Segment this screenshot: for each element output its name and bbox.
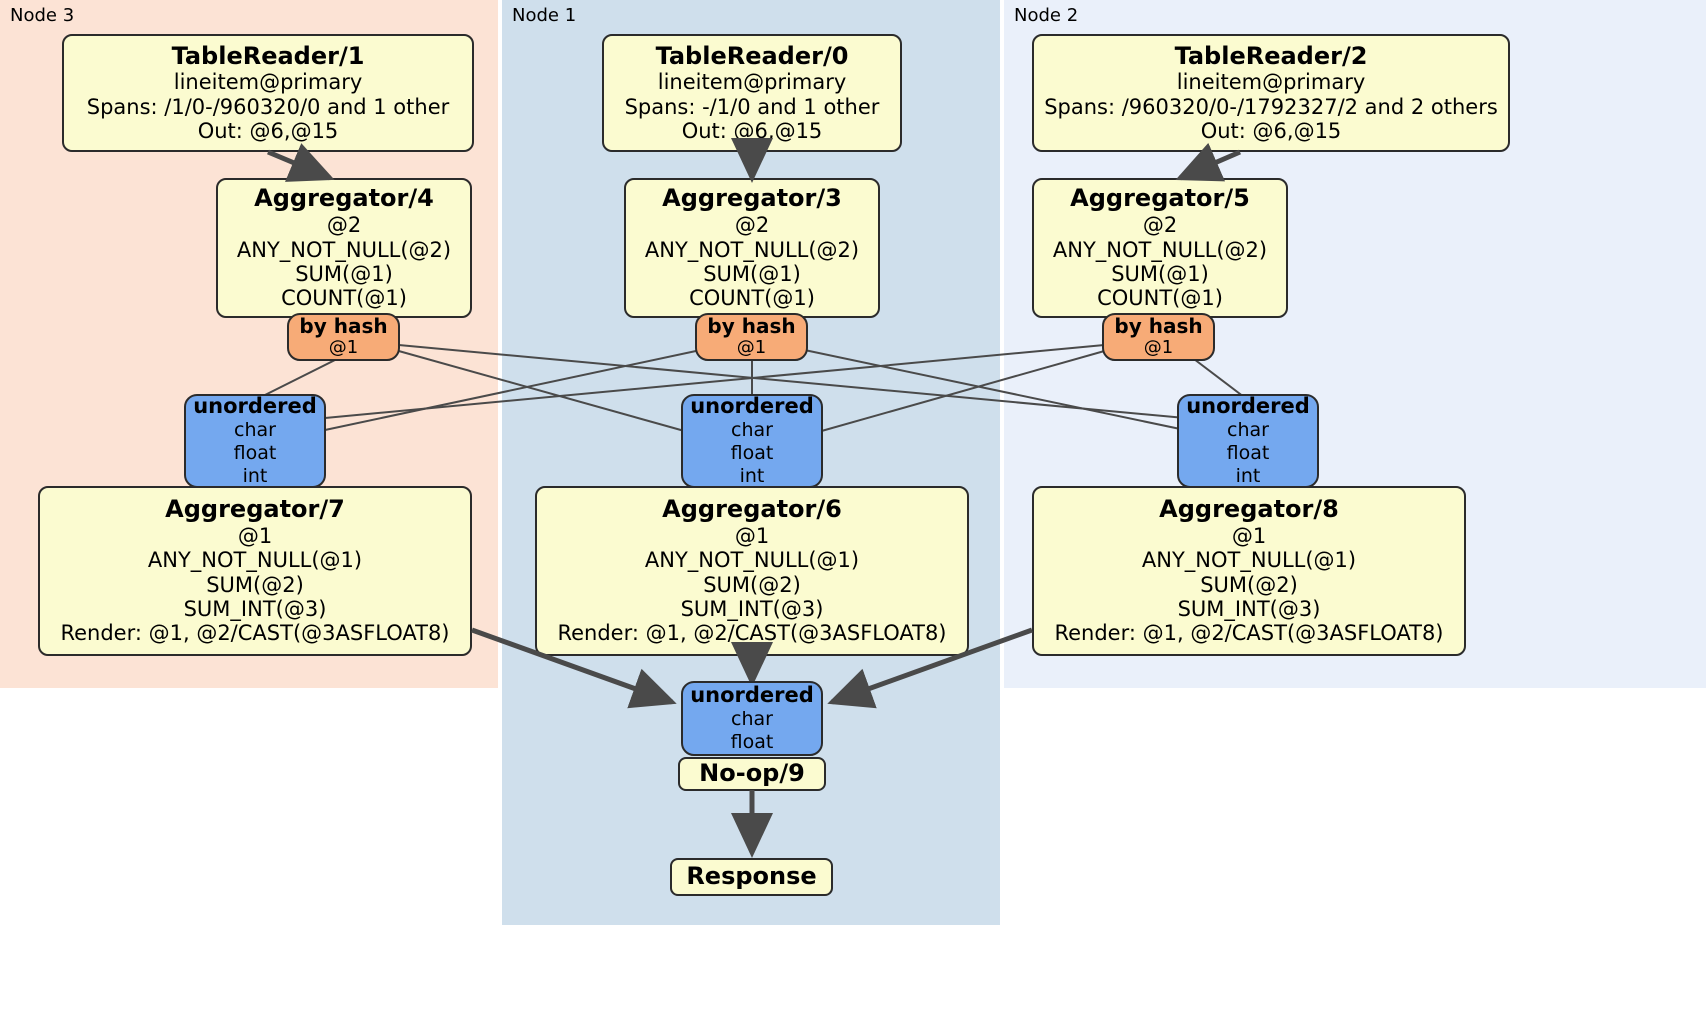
processor-title: No-op/9 xyxy=(699,759,805,788)
synchronizer-line: char xyxy=(731,419,773,442)
router-by-hash-left[interactable]: by hash @1 xyxy=(287,313,400,361)
synchronizer-unordered-center[interactable]: unordered char float int xyxy=(681,394,823,488)
processor-aggregator-6[interactable]: Aggregator/6 @1 ANY_NOT_NULL(@1) SUM(@2)… xyxy=(535,486,969,656)
router-title: by hash xyxy=(707,314,796,339)
processor-line: COUNT(@1) xyxy=(1097,286,1223,311)
synchronizer-line: float xyxy=(233,442,277,465)
processor-line: ANY_NOT_NULL(@1) xyxy=(147,548,363,573)
router-by-hash-right[interactable]: by hash @1 xyxy=(1102,313,1215,361)
processor-noop-9[interactable]: No-op/9 xyxy=(678,757,826,791)
processor-line: SUM_INT(@3) xyxy=(680,597,824,622)
synchronizer-title: unordered xyxy=(193,394,317,419)
processor-title: TableReader/1 xyxy=(171,41,365,70)
processor-title: Aggregator/8 xyxy=(1159,495,1339,524)
processor-line: Render: @1, @2/CAST(@3ASFLOAT8) xyxy=(557,621,947,646)
processor-title: TableReader/2 xyxy=(1174,41,1368,70)
router-title: by hash xyxy=(299,314,388,339)
processor-line: SUM(@2) xyxy=(1200,572,1298,597)
processor-line: @2 xyxy=(1142,213,1178,238)
synchronizer-title: unordered xyxy=(690,394,814,419)
processor-line: SUM(@1) xyxy=(295,261,393,286)
synchronizer-line: char xyxy=(1227,419,1269,442)
synchronizer-unordered-final[interactable]: unordered char float xyxy=(681,681,823,756)
processor-line: SUM_INT(@3) xyxy=(183,597,327,622)
processor-line: ANY_NOT_NULL(@2) xyxy=(1052,237,1268,262)
processor-title: Aggregator/4 xyxy=(254,184,434,213)
synchronizer-title: unordered xyxy=(690,683,814,708)
processor-title: Aggregator/7 xyxy=(165,495,345,524)
synchronizer-line: char xyxy=(234,419,276,442)
processor-title: TableReader/0 xyxy=(655,41,849,70)
processor-line: @2 xyxy=(734,213,770,238)
processor-table-reader-2[interactable]: TableReader/2 lineitem@primary Spans: /9… xyxy=(1032,34,1510,152)
processor-line: Out: @6,@15 xyxy=(1200,119,1342,144)
synchronizer-line: float xyxy=(730,731,774,754)
processor-line: @1 xyxy=(237,524,273,549)
processor-line: ANY_NOT_NULL(@2) xyxy=(644,237,860,262)
processor-line: lineitem@primary xyxy=(1176,70,1366,95)
processor-table-reader-1[interactable]: TableReader/1 lineitem@primary Spans: /1… xyxy=(62,34,474,152)
synchronizer-line: int xyxy=(242,465,268,487)
processor-line: @1 xyxy=(734,524,770,549)
processor-aggregator-5[interactable]: Aggregator/5 @2 ANY_NOT_NULL(@2) SUM(@1)… xyxy=(1032,178,1288,318)
processor-line: SUM(@2) xyxy=(703,572,801,597)
processor-line: ANY_NOT_NULL(@1) xyxy=(644,548,860,573)
synchronizer-line: float xyxy=(1226,442,1270,465)
synchronizer-unordered-right[interactable]: unordered char float int xyxy=(1177,394,1319,488)
processor-title: Response xyxy=(686,862,817,891)
processor-line: lineitem@primary xyxy=(657,70,847,95)
synchronizer-line: int xyxy=(1235,465,1261,487)
router-by-hash-center[interactable]: by hash @1 xyxy=(695,313,808,361)
processor-response[interactable]: Response xyxy=(670,858,833,896)
node-panel-label-node2: Node 2 xyxy=(1014,5,1079,26)
processor-aggregator-7[interactable]: Aggregator/7 @1 ANY_NOT_NULL(@1) SUM(@2)… xyxy=(38,486,472,656)
synchronizer-line: float xyxy=(730,442,774,465)
processor-line: @1 xyxy=(1231,524,1267,549)
processor-line: SUM(@1) xyxy=(703,261,801,286)
synchronizer-line: int xyxy=(739,465,765,487)
processor-title: Aggregator/3 xyxy=(662,184,842,213)
processor-line: COUNT(@1) xyxy=(689,286,815,311)
router-line: @1 xyxy=(328,337,359,359)
processor-line: ANY_NOT_NULL(@1) xyxy=(1141,548,1357,573)
processor-line: Spans: -/1/0 and 1 other xyxy=(624,94,880,119)
processor-aggregator-4[interactable]: Aggregator/4 @2 ANY_NOT_NULL(@2) SUM(@1)… xyxy=(216,178,472,318)
synchronizer-line: char xyxy=(731,708,773,731)
processor-aggregator-3[interactable]: Aggregator/3 @2 ANY_NOT_NULL(@2) SUM(@1)… xyxy=(624,178,880,318)
router-line: @1 xyxy=(736,337,767,359)
processor-title: Aggregator/6 xyxy=(662,495,842,524)
processor-line: Spans: /960320/0-/1792327/2 and 2 others xyxy=(1044,94,1498,119)
processor-line: ANY_NOT_NULL(@2) xyxy=(236,237,452,262)
processor-title: Aggregator/5 xyxy=(1070,184,1250,213)
synchronizer-unordered-left[interactable]: unordered char float int xyxy=(184,394,326,488)
router-line: @1 xyxy=(1143,337,1174,359)
processor-line: Out: @6,@15 xyxy=(681,119,823,144)
processor-line: lineitem@primary xyxy=(173,70,363,95)
processor-line: COUNT(@1) xyxy=(281,286,407,311)
node-panel-label-node1: Node 1 xyxy=(512,5,577,26)
router-title: by hash xyxy=(1114,314,1203,339)
processor-line: SUM(@2) xyxy=(206,572,304,597)
processor-table-reader-0[interactable]: TableReader/0 lineitem@primary Spans: -/… xyxy=(602,34,902,152)
processor-line: Out: @6,@15 xyxy=(197,119,339,144)
processor-line: SUM_INT(@3) xyxy=(1177,597,1321,622)
synchronizer-title: unordered xyxy=(1186,394,1310,419)
processor-line: Render: @1, @2/CAST(@3ASFLOAT8) xyxy=(60,621,450,646)
processor-line: Spans: /1/0-/960320/0 and 1 other xyxy=(86,94,450,119)
processor-line: Render: @1, @2/CAST(@3ASFLOAT8) xyxy=(1054,621,1444,646)
node-panel-label-node3: Node 3 xyxy=(10,5,75,26)
processor-line: @2 xyxy=(326,213,362,238)
processor-line: SUM(@1) xyxy=(1111,261,1209,286)
processor-aggregator-8[interactable]: Aggregator/8 @1 ANY_NOT_NULL(@1) SUM(@2)… xyxy=(1032,486,1466,656)
